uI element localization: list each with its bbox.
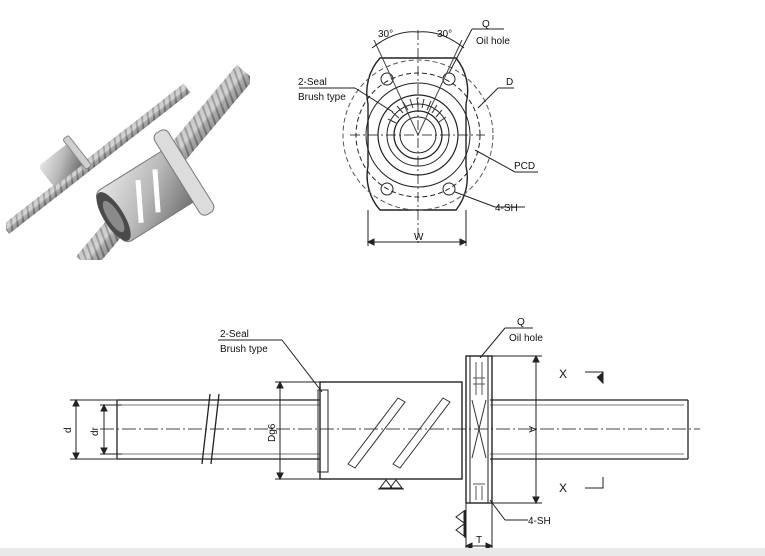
d-dimension-label: D — [506, 77, 513, 88]
dg6-label: Dg6 — [267, 423, 278, 442]
t-dimension-label: T — [476, 535, 482, 546]
angle-right-label: 30° — [437, 29, 452, 40]
d-shaft-label: d — [63, 427, 74, 433]
a-dimension-label: A — [526, 426, 537, 433]
dr-root-label: dr — [90, 426, 101, 436]
seal-label-line1: 2-Seal — [298, 77, 327, 88]
w-dimension-label: W — [414, 232, 424, 243]
angle-left-label: 30° — [378, 29, 393, 40]
side-seal-label-line1: 2-Seal — [220, 329, 249, 340]
ball-screw-photo-icon — [6, 60, 250, 260]
oil-hole-q-label: Q — [482, 19, 490, 30]
front-view — [299, 28, 538, 246]
sh-holes-label: 4-SH — [495, 203, 518, 214]
ball-screw-photo — [6, 60, 250, 260]
side-sh-label: 4-SH — [528, 516, 551, 527]
bottom-strip — [0, 548, 765, 556]
side-oil-hole-label: Oil hole — [509, 333, 543, 344]
pcd-dimension-label: PCD — [514, 161, 535, 172]
side-oil-hole-q-label: Q — [517, 317, 525, 328]
oil-hole-label: Oil hole — [476, 36, 510, 47]
seal-label-line2: Brush type — [298, 92, 346, 103]
side-view — [70, 327, 700, 548]
side-seal-label-line2: Brush type — [220, 344, 268, 355]
x-section-bottom-label: X — [559, 481, 567, 495]
x-section-top-label: X — [559, 367, 567, 381]
